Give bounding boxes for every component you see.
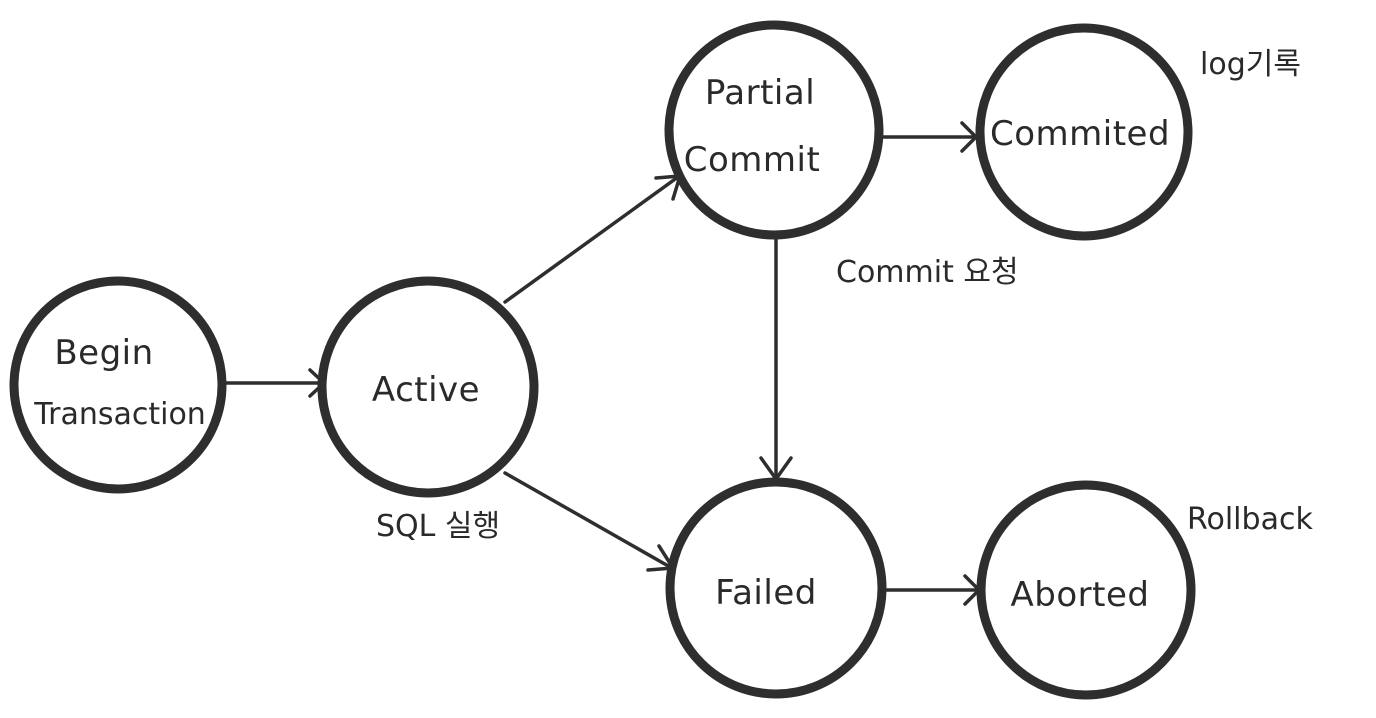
node-begin-transaction: Begin Transaction <box>9 276 227 494</box>
node-label: Failed <box>715 573 817 613</box>
node-circle <box>976 480 1196 700</box>
annotation-sql-exec: SQL 실행 <box>376 509 500 544</box>
edge-active-to-failed <box>503 471 675 572</box>
node-label: Aborted <box>1011 575 1150 615</box>
node-circle <box>975 23 1193 241</box>
edge-begin-to-active <box>224 368 326 398</box>
node-circle <box>664 20 884 240</box>
annotation-rollback: Rollback <box>1187 502 1313 537</box>
node-label: Active <box>372 370 480 410</box>
edge-partial-commit-to-failed <box>759 235 793 481</box>
node-commited: Commited <box>975 23 1193 241</box>
edge-active-to-partial-commit <box>503 174 682 304</box>
node-circle <box>9 276 227 494</box>
node-circle <box>665 477 887 699</box>
node-label-line2: Transaction <box>33 397 206 432</box>
edge-failed-to-aborted <box>882 574 981 606</box>
node-failed: Failed <box>665 477 887 699</box>
annotations: SQL 실행 Commit 요청 log기록 Rollback <box>376 47 1313 544</box>
edge-partial-commit-to-commited <box>877 121 978 153</box>
node-label: Commited <box>990 114 1170 154</box>
node-label-line2: Commit <box>684 140 821 180</box>
node-aborted: Aborted <box>976 480 1196 700</box>
edges <box>224 121 981 606</box>
node-active: Active <box>317 276 539 498</box>
node-partial-commit: Partial Commit <box>664 20 884 240</box>
annotation-commit-request: Commit 요청 <box>836 255 1019 290</box>
node-label-line1: Begin <box>54 333 153 373</box>
node-circle <box>317 276 539 498</box>
annotation-log-record: log기록 <box>1200 47 1301 82</box>
node-label-line1: Partial <box>705 73 815 113</box>
